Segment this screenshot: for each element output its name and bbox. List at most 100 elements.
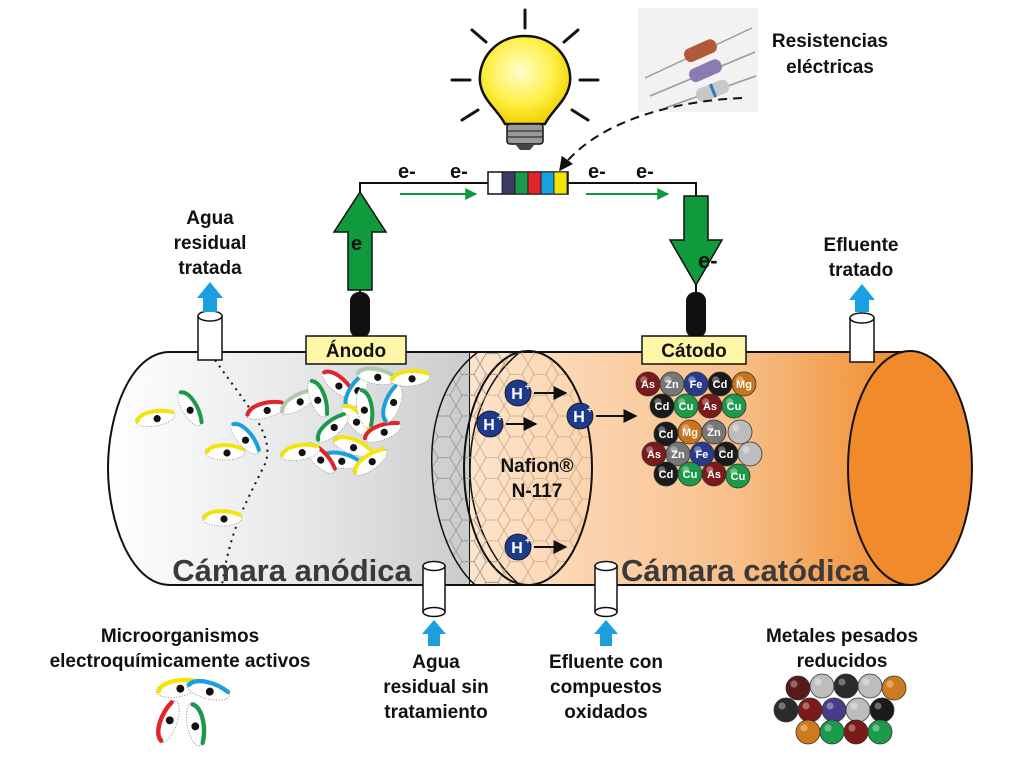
microorganism-icon (315, 412, 349, 443)
resistor-pointer-arrow (559, 97, 743, 172)
microorganism-icon (389, 369, 431, 387)
reduced-metals-label: reducidos (797, 651, 888, 672)
metal-ion-icon: As (635, 371, 661, 397)
pipe-treated-water-outlet (197, 282, 223, 361)
svg-text:Cd: Cd (655, 401, 670, 413)
metal-ion-icon: Cd (653, 461, 679, 487)
nafion-membrane (463, 350, 593, 586)
cathode-chamber-title: Cámara catódica (621, 553, 870, 588)
external-circuit (359, 171, 697, 300)
metal-ion-icon: Cd (653, 421, 679, 447)
reduced-metals-legend-icon (773, 673, 907, 745)
metal-ion-icon (797, 697, 823, 723)
pipe-raw-water-inlet (422, 560, 446, 646)
metal-ion-icon: Zn (701, 419, 727, 445)
svg-text:H: H (511, 540, 523, 557)
metal-ion-icon: Mg (731, 371, 757, 397)
metal-ion-icon (809, 673, 835, 699)
light-bulb-icon (450, 8, 600, 150)
metal-ion-icon: As (697, 393, 723, 419)
svg-text:e: e (351, 233, 362, 255)
microorganism-icon (177, 389, 204, 427)
metal-ion-icon: Zn (659, 371, 685, 397)
proton-icon: H+ (504, 379, 568, 407)
metal-ion-icon (833, 673, 859, 699)
microorganism-icon (156, 700, 180, 744)
svg-text:As: As (647, 449, 661, 461)
treated-effluent-label: Efluente (824, 235, 899, 256)
microorganisms-legend-icon (155, 677, 231, 747)
microorganism-icon (355, 387, 375, 429)
cathode-label: Cátodo (641, 335, 747, 365)
microorganism-icon (307, 378, 329, 418)
svg-text:Zn: Zn (707, 427, 721, 439)
resistor-band (501, 171, 516, 195)
svg-text:Cu: Cu (727, 401, 742, 413)
microorganism-icon (201, 509, 243, 527)
svg-text:Cd: Cd (713, 379, 728, 391)
svg-text:+: + (525, 382, 531, 393)
resistors-label: eléctricas (786, 57, 874, 78)
metal-ion-icon: Cd (649, 393, 675, 419)
svg-text:Cu: Cu (683, 469, 698, 481)
svg-text:Cd: Cd (659, 469, 674, 481)
metal-ion-icon: Fe (689, 441, 715, 467)
svg-text:+: + (497, 413, 503, 424)
microorganism-icon (352, 447, 388, 476)
svg-text:Ánodo: Ánodo (326, 340, 386, 362)
svg-text:As: As (703, 401, 717, 413)
electron-label: e- (588, 161, 606, 183)
metal-ion-icon (819, 719, 845, 745)
proton-icon: H+ (504, 533, 568, 561)
electron-label: e- (636, 161, 654, 183)
metal-ion-icon: Fe (683, 371, 709, 397)
metal-ion-icon (867, 719, 893, 745)
metal-ion-icon: Cu (721, 393, 747, 419)
svg-text:Mg: Mg (682, 427, 698, 439)
svg-text:Fe: Fe (690, 379, 703, 391)
microorganisms-label: Microorganismos (101, 626, 259, 647)
treated-water-label: residual (174, 233, 247, 254)
metal-ion-icon: Zn (665, 441, 691, 467)
anode-flow-path (214, 359, 269, 586)
oxidized-effluent-label: Efluente con (549, 652, 663, 673)
metal-ion-icon (857, 673, 883, 699)
reduced-metals-label: Metales pesados (766, 626, 918, 647)
oxidized-effluent-label: compuestos (550, 677, 662, 698)
svg-text:+: + (525, 536, 531, 547)
svg-text:Cd: Cd (719, 449, 734, 461)
microorganism-icon (230, 421, 261, 455)
electron-label: e- (450, 161, 468, 183)
raw-water-label: residual sin (383, 677, 489, 698)
svg-text:Cu: Cu (679, 401, 694, 413)
resistor-band (527, 171, 542, 195)
microorganism-icon (204, 443, 246, 461)
resistors-label: Resistencias (772, 31, 888, 52)
svg-text:Cátodo: Cátodo (661, 341, 726, 362)
electron-label: e- (398, 161, 416, 183)
svg-text:Fe: Fe (696, 449, 709, 461)
anode-chamber-title: Cámara anódica (172, 553, 412, 588)
metal-ion-icon (727, 419, 753, 445)
metal-ion-icon (843, 719, 869, 745)
protons: H+H+H+H+ (476, 379, 638, 561)
metal-ion-icon: Cd (707, 371, 733, 397)
microorganisms-label: electroquímicamente activos (50, 651, 311, 672)
microorganism-icon (245, 399, 285, 420)
proton-icon: H+ (566, 402, 638, 430)
svg-text:H: H (483, 417, 495, 434)
resistor-band (553, 171, 568, 195)
pipe-treated-effluent-outlet (849, 284, 875, 363)
metal-ion-icon: As (701, 461, 727, 487)
raw-water-label: tratamiento (384, 702, 487, 723)
treated-water-label: tratada (178, 258, 242, 279)
microorganism-icon (186, 701, 207, 747)
svg-text:Cu: Cu (731, 471, 746, 483)
microorganism-icon (381, 384, 403, 424)
oxidized-effluent-label: oxidados (564, 702, 647, 723)
svg-text:Zn: Zn (671, 449, 685, 461)
svg-text:Cd: Cd (659, 429, 674, 441)
metal-ion-icon: Cu (673, 393, 699, 419)
raw-water-label: Agua (412, 652, 460, 673)
